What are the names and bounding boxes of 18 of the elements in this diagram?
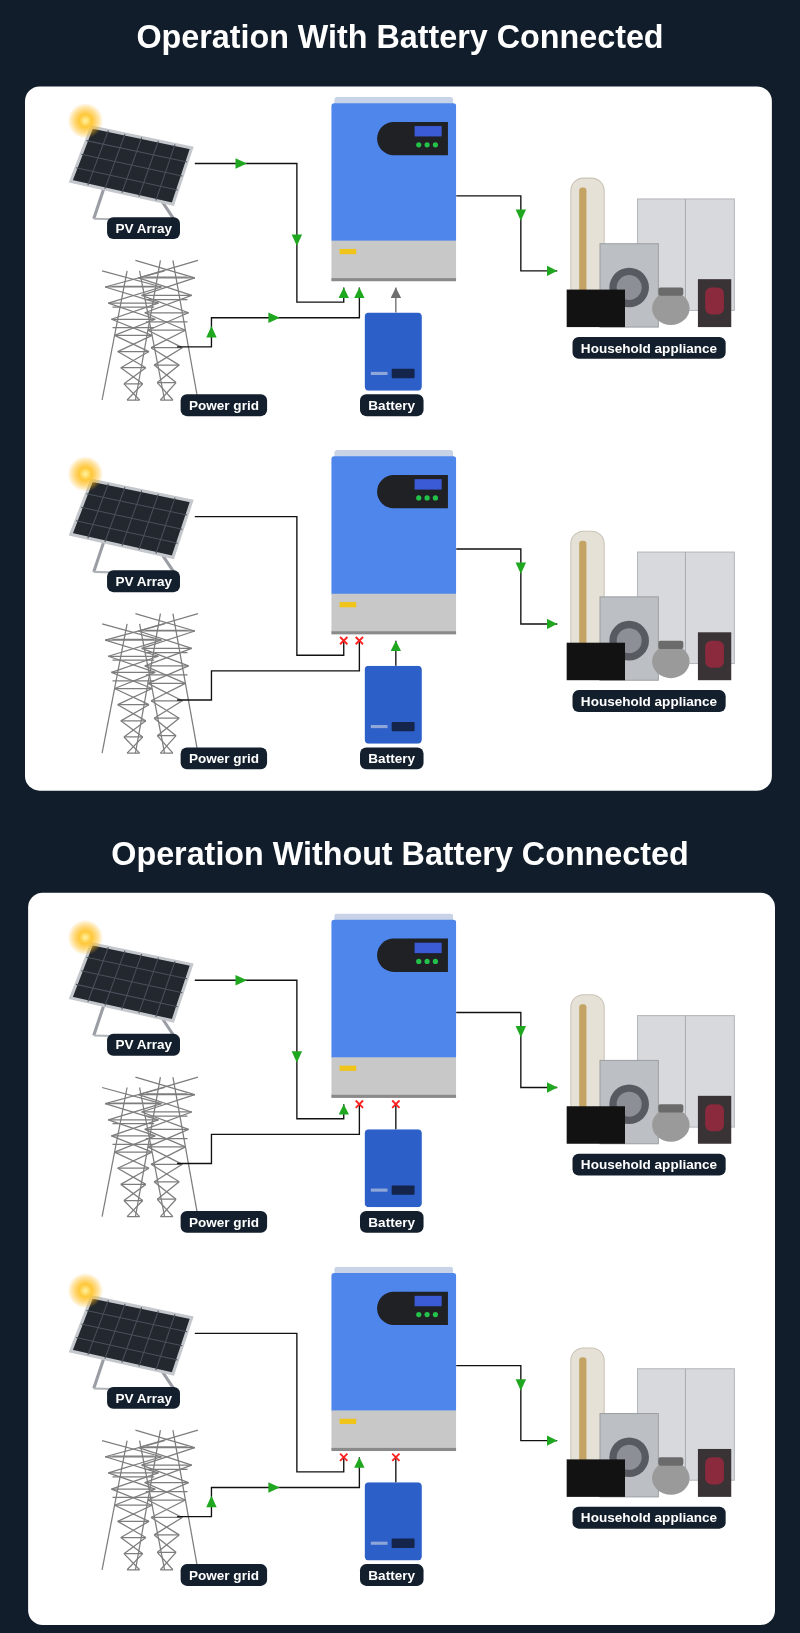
- name-label: PV Array: [107, 570, 181, 593]
- section-heading: Operation With Battery Connected: [135, 18, 665, 57]
- name-label: Household appliance: [572, 1506, 726, 1529]
- name-label: Power grid: [180, 747, 268, 770]
- name-label: Household appliance: [572, 1153, 726, 1176]
- name-label: PV Array: [107, 217, 181, 240]
- name-label: Power grid: [180, 394, 268, 417]
- name-label: Power grid: [180, 1210, 268, 1233]
- name-label: Household appliance: [572, 690, 726, 712]
- name-label: Battery: [360, 394, 424, 417]
- name-label: Battery: [360, 1210, 424, 1233]
- name-label: PV Array: [107, 1387, 181, 1409]
- name-label: Power grid: [180, 1564, 268, 1586]
- name-label: Battery: [360, 1564, 424, 1586]
- name-label: Household appliance: [572, 337, 726, 359]
- name-label: Battery: [360, 747, 424, 770]
- name-label: PV Array: [107, 1033, 181, 1056]
- section-heading: Operation Without Battery Connected: [110, 835, 690, 873]
